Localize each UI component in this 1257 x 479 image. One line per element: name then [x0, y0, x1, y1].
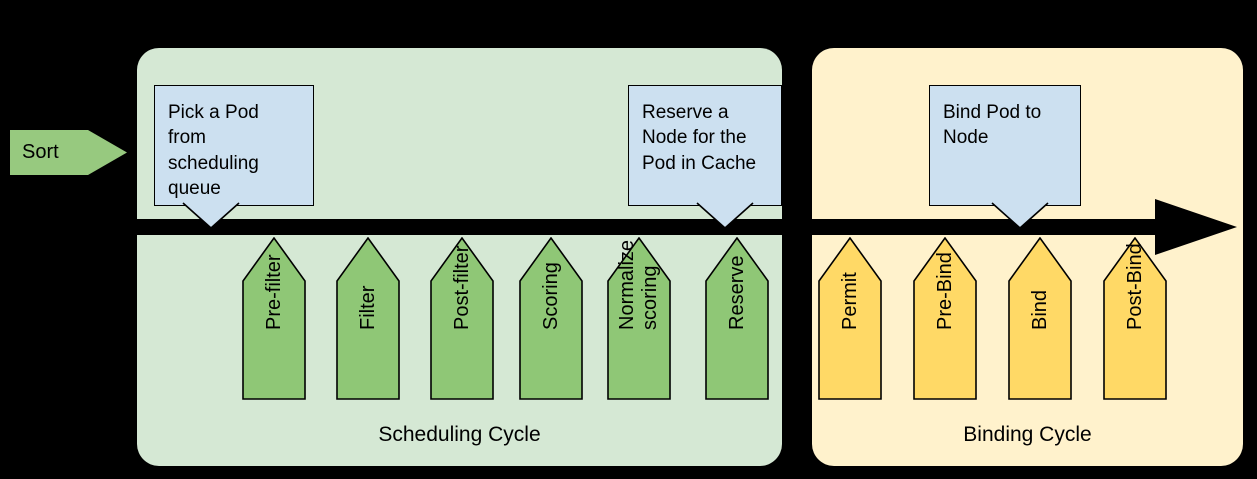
- callout-bind-pod-text: Bind Pod to Node: [943, 102, 1042, 149]
- plugin-arrow-pre-filter[interactable]: Pre-filter: [242, 237, 306, 400]
- callout-tail-icon: [991, 202, 1049, 230]
- sort-label: Sort: [22, 141, 59, 163]
- callout-tail-icon: [696, 202, 754, 230]
- plugin-arrow-reserve[interactable]: Reserve: [705, 237, 769, 400]
- pentagon-shape-icon: [336, 237, 400, 400]
- plugin-arrow-post-bind[interactable]: Post-Bind: [1103, 237, 1167, 400]
- timeline-arrowhead-icon: [1155, 199, 1237, 255]
- pentagon-shape-icon: [607, 237, 671, 400]
- pentagon-shape-icon: [430, 237, 494, 400]
- pentagon-shape-icon: [519, 237, 583, 400]
- plugin-arrow-post-filter[interactable]: Post-filter: [430, 237, 494, 400]
- scheduling-timeline-bar: [137, 219, 1159, 235]
- callout-reserve-node: Reserve a Node for the Pod in Cache: [628, 85, 782, 230]
- callout-tail-icon: [182, 202, 240, 230]
- plugin-arrow-normalize-scoring[interactable]: Normalize scoring: [607, 237, 671, 400]
- binding-cycle-label: Binding Cycle: [963, 422, 1092, 446]
- scheduling-cycle-label: Scheduling Cycle: [378, 422, 541, 446]
- sort-entry-arrow[interactable]: Sort: [10, 130, 127, 175]
- pentagon-shape-icon: [818, 237, 882, 400]
- plugin-arrow-filter[interactable]: Filter: [336, 237, 400, 400]
- callout-pick-pod: Pick a Pod from scheduling queue: [154, 85, 314, 230]
- plugin-arrow-pre-bind[interactable]: Pre-Bind: [913, 237, 977, 400]
- plugin-arrow-scoring[interactable]: Scoring: [519, 237, 583, 400]
- callout-pick-pod-text: Pick a Pod from scheduling queue: [168, 102, 259, 199]
- callout-reserve-node-text: Reserve a Node for the Pod in Cache: [642, 102, 757, 174]
- pentagon-shape-icon: [705, 237, 769, 400]
- plugin-arrow-permit[interactable]: Permit: [818, 237, 882, 400]
- plugin-arrow-bind[interactable]: Bind: [1008, 237, 1072, 400]
- pentagon-shape-icon: [1103, 237, 1167, 400]
- pentagon-shape-icon: [1008, 237, 1072, 400]
- callout-bind-pod: Bind Pod to Node: [929, 85, 1081, 230]
- pentagon-shape-icon: [242, 237, 306, 400]
- pentagon-shape-icon: [913, 237, 977, 400]
